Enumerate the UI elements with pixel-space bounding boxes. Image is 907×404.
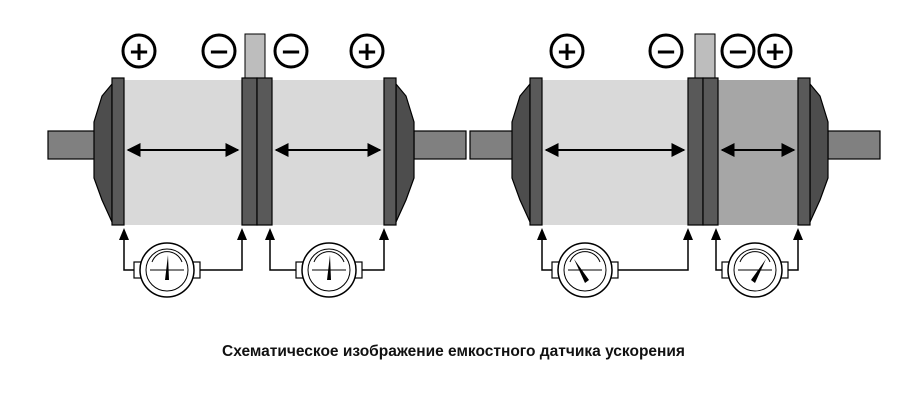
arrow-up-icon xyxy=(683,228,693,240)
svg-text:+: + xyxy=(128,37,150,67)
end-cap-right xyxy=(395,82,415,223)
plus-sign-icon: + xyxy=(349,33,385,69)
arrow-up-icon xyxy=(711,228,721,240)
svg-text:+: + xyxy=(556,37,578,67)
svg-text:+: + xyxy=(356,37,378,67)
svg-text:−: − xyxy=(655,37,677,67)
arrow-up-icon xyxy=(119,228,129,240)
gauge-icon xyxy=(295,242,363,298)
svg-text:+: + xyxy=(764,37,786,67)
plus-sign-icon: + xyxy=(549,33,585,69)
arrow-up-icon xyxy=(537,228,547,240)
gauge-icon xyxy=(721,242,789,298)
svg-text:−: − xyxy=(208,37,230,67)
minus-sign-icon: − xyxy=(273,33,309,69)
minus-sign-icon: − xyxy=(720,33,756,69)
gap-left xyxy=(124,80,242,225)
left-shaft xyxy=(47,130,101,160)
gauge-icon xyxy=(133,242,201,298)
center-post xyxy=(694,33,716,83)
accelerometer-diagram: + − − + xyxy=(47,33,881,298)
plate-moving-b xyxy=(702,77,719,226)
wire-to-gauge xyxy=(123,238,385,271)
plus-sign-icon: + xyxy=(757,33,793,69)
minus-sign-icon: − xyxy=(201,33,237,69)
plate-fixed-right xyxy=(797,77,811,226)
plate-fixed-right xyxy=(383,77,397,226)
gauge-icon xyxy=(551,242,619,298)
gap-right xyxy=(718,80,798,225)
plate-fixed-left xyxy=(111,77,125,226)
plate-moving-b xyxy=(256,77,273,226)
plate-moving-a xyxy=(687,77,704,226)
end-cap-left xyxy=(93,82,113,223)
minus-sign-icon: − xyxy=(648,33,684,69)
center-post xyxy=(244,33,266,83)
gap-right xyxy=(272,80,384,225)
sensor-right: + − − + xyxy=(469,33,881,298)
plate-fixed-left xyxy=(529,77,543,226)
right-shaft xyxy=(827,130,881,160)
arrow-up-icon xyxy=(793,228,803,240)
right-shaft xyxy=(413,130,467,160)
gap-left xyxy=(542,80,688,225)
arrow-up-icon xyxy=(379,228,389,240)
svg-text:−: − xyxy=(280,37,302,67)
arrow-up-icon xyxy=(237,228,247,240)
svg-text:−: − xyxy=(727,37,749,67)
figure-caption: Схематическое изображение емкостного дат… xyxy=(222,343,685,360)
end-cap-left xyxy=(511,82,531,223)
plate-moving-a xyxy=(241,77,258,226)
arrow-up-icon xyxy=(265,228,275,240)
sensor-left: + − − + xyxy=(47,33,467,298)
end-cap-right xyxy=(809,82,829,223)
plus-sign-icon: + xyxy=(121,33,157,69)
